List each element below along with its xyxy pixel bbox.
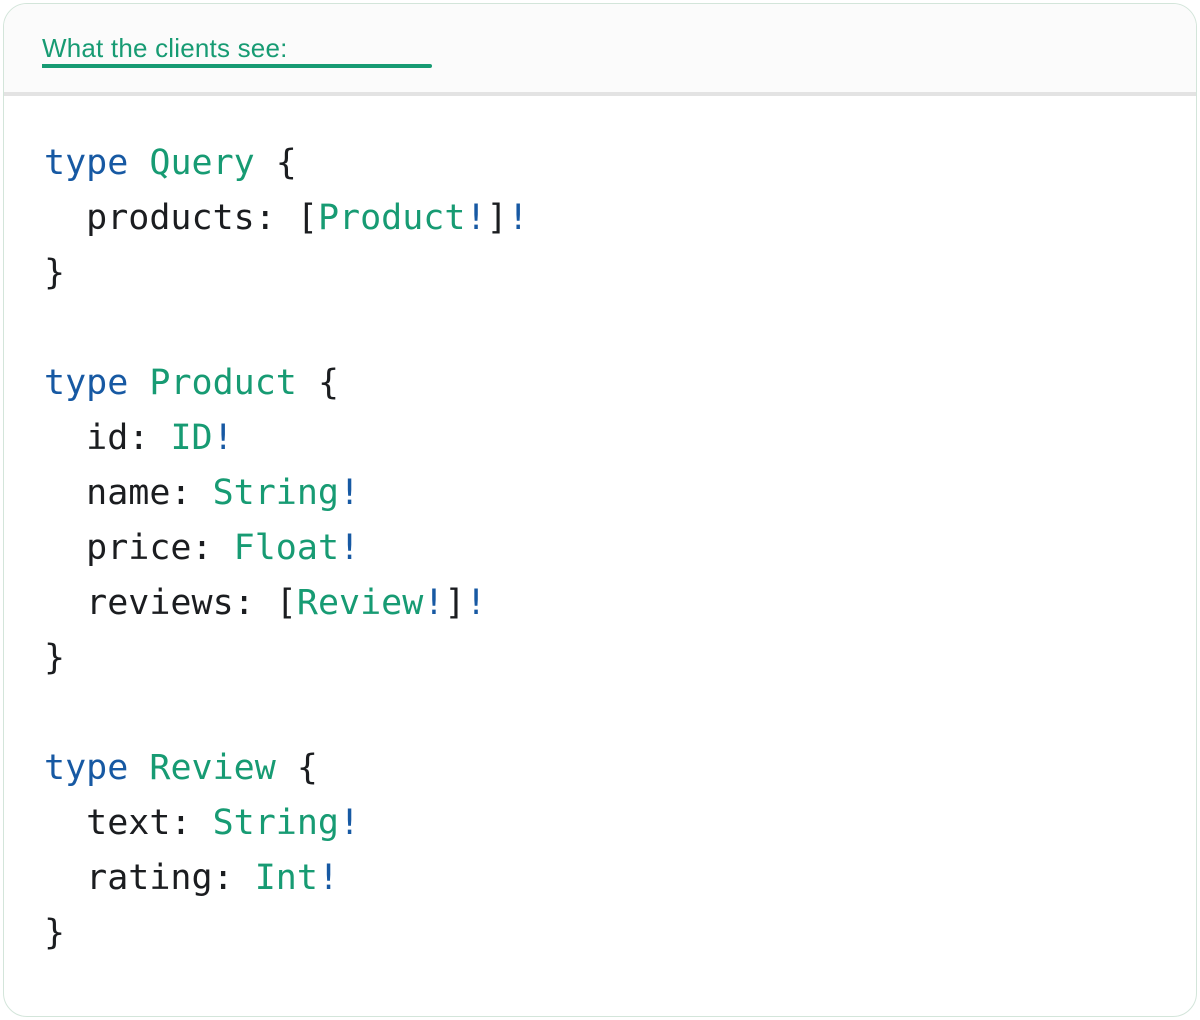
- code-line: reviews: [Review!]!: [44, 576, 1156, 631]
- code-line: price: Float!: [44, 521, 1156, 576]
- code-token-plain: }: [44, 638, 66, 678]
- code-token-bang: !: [339, 803, 361, 843]
- code-token-type: Product: [317, 198, 466, 238]
- code-token-type: String: [212, 803, 340, 843]
- code-token-plain: price:: [44, 528, 234, 568]
- code-token-plain: rating:: [44, 858, 255, 898]
- code-token-bang: !: [423, 583, 445, 623]
- code-token-plain: }: [44, 913, 66, 953]
- code-token-plain: [128, 748, 149, 788]
- code-line: text: String!: [44, 796, 1156, 851]
- code-line: id: ID!: [44, 411, 1156, 466]
- code-blank-line: [44, 301, 1156, 356]
- code-token-plain: products: [: [44, 198, 318, 238]
- code-card: What the clients see: type Query { produ…: [3, 3, 1197, 1017]
- code-token-bang: !: [339, 528, 361, 568]
- code-token-plain: {: [275, 748, 318, 788]
- tab-label: What the clients see:: [42, 32, 288, 63]
- code-token-plain: name:: [44, 473, 213, 513]
- code-token-bang: !: [317, 858, 340, 898]
- code-token-plain: id:: [44, 418, 171, 458]
- code-line: type Product {: [44, 356, 1156, 411]
- code-token-type: Float: [233, 528, 340, 568]
- code-block: type Query { products: [Product!]!}type …: [4, 96, 1196, 961]
- code-token-plain: [128, 363, 149, 403]
- code-line: }: [44, 246, 1156, 301]
- code-token-bang: !: [339, 473, 361, 513]
- code-line: type Review {: [44, 741, 1156, 796]
- code-token-plain: ]: [486, 198, 508, 238]
- code-line: }: [44, 631, 1156, 686]
- code-token-keyword: type: [44, 143, 129, 183]
- code-token-bang: !: [212, 418, 234, 458]
- code-token-keyword: type: [44, 748, 129, 788]
- code-token-bang: !: [507, 198, 529, 238]
- code-token-bang: !: [465, 198, 487, 238]
- code-line: products: [Product!]!: [44, 191, 1156, 246]
- code-token-type: Review: [296, 583, 424, 623]
- code-token-plain: {: [296, 363, 340, 403]
- code-blank-line: [44, 686, 1156, 741]
- code-line: name: String!: [44, 466, 1156, 521]
- code-token-type: ID: [170, 418, 213, 458]
- code-token-plain: {: [254, 143, 297, 183]
- code-line: type Query {: [44, 136, 1156, 191]
- code-token-plain: reviews: [: [44, 583, 297, 623]
- code-token-type: Review: [149, 748, 276, 788]
- code-token-plain: }: [44, 253, 66, 293]
- code-token-type: Int: [254, 858, 318, 898]
- code-token-plain: text:: [44, 803, 213, 843]
- code-card-header: What the clients see:: [4, 4, 1196, 96]
- code-line: }: [44, 906, 1156, 961]
- code-line: rating: Int!: [44, 851, 1156, 906]
- code-token-type: String: [212, 473, 340, 513]
- tab-what-clients-see[interactable]: What the clients see:: [42, 32, 432, 68]
- code-token-keyword: type: [44, 363, 129, 403]
- code-token-type: Product: [149, 363, 297, 403]
- active-tab-indicator: [42, 63, 432, 68]
- code-token-plain: [128, 143, 149, 183]
- code-token-type: Query: [149, 143, 255, 183]
- code-token-plain: ]: [444, 583, 466, 623]
- code-token-bang: !: [465, 583, 487, 623]
